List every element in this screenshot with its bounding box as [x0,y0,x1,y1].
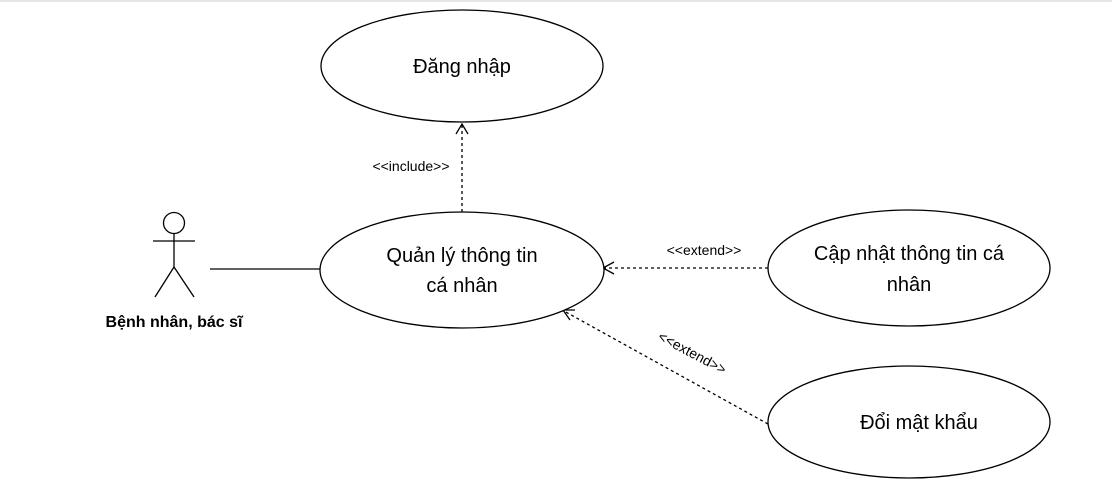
top-divider [0,0,1112,2]
use-case-update-ellipse [767,209,1051,327]
extend-password-line[interactable] [563,310,769,425]
use-case-manage-personal-info[interactable]: Quản lý thông tin cá nhân [319,211,605,329]
use-case-password-label: Đổi mật khẩu [860,412,978,434]
use-case-password-ellipse [767,365,1051,479]
use-case-login[interactable]: Đăng nhập [320,9,604,123]
use-case-update-personal-info[interactable]: Cập nhật thông tin cá nhân [767,209,1051,327]
use-case-manage-label-line1: Quản lý thông tin [386,245,537,267]
actor-figure[interactable] [153,211,195,298]
extend-update-label: <<extend>> [667,242,742,258]
actor-head [162,211,186,235]
actor-right-leg [173,266,195,298]
use-case-update-label-line1: Cập nhật thông tin cá [814,243,1005,265]
use-case-update-label-line2: nhân [887,274,932,296]
use-case-login-label: Đăng nhập [413,56,511,78]
include-arrowhead [455,122,469,135]
use-case-manage-label-line2: cá nhân [426,275,497,297]
use-case-login-ellipse [320,9,604,123]
actor-left-leg [154,266,175,298]
actor-label: Bệnh nhân, bác sĩ [106,314,244,331]
include-label: <<include>> [372,158,449,174]
extend-password-arrowhead [561,309,575,321]
extend-password-label: <<extend>> [656,328,730,377]
use-case-change-password[interactable]: Đổi mật khẩu [767,365,1051,479]
use-case-manage-ellipse [319,211,605,329]
